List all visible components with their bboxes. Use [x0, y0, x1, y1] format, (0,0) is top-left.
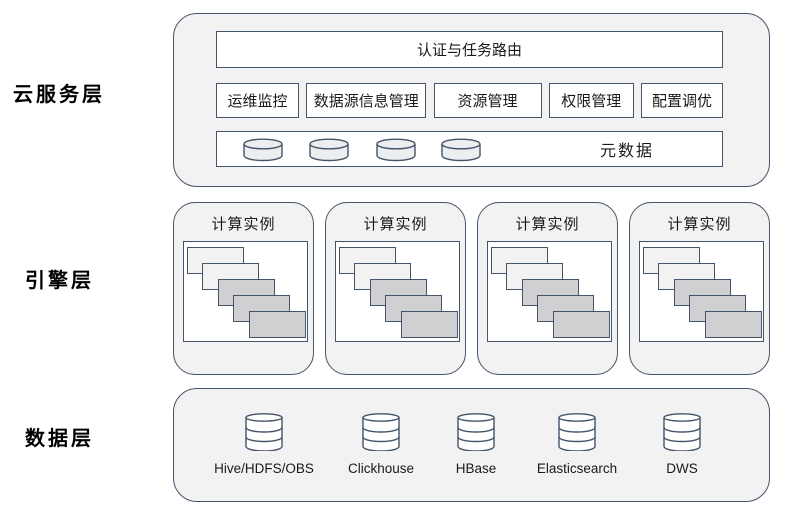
task-stack-box [639, 241, 764, 342]
data-store-label: Clickhouse [347, 461, 415, 476]
stacked-card [705, 311, 762, 338]
module-datasource-info-mgmt: 数据源信息管理 [306, 83, 427, 118]
database-icon [457, 413, 495, 451]
layer-label-engine: 引擎层 [25, 270, 94, 292]
metadata-cylinder-icon [243, 138, 283, 162]
metadata-cylinder-icon [309, 138, 349, 162]
cloud-service-layer-panel: 认证与任务路由 运维监控 数据源信息管理 资源管理 权限管理 配置调优 元数据 [173, 13, 770, 187]
compute-instance-title: 计算实例 [515, 216, 580, 233]
compute-instance-box: 计算实例 [325, 202, 466, 375]
metadata-cylinder-icon [376, 138, 416, 162]
data-store-label: HBase [455, 461, 497, 476]
data-store-clickhouse: Clickhouse [321, 413, 441, 476]
compute-instance-title: 计算实例 [211, 216, 276, 233]
data-store-label: Hive/HDFS/OBS [214, 461, 314, 476]
task-stack-box [487, 241, 612, 342]
stacked-card [249, 311, 306, 338]
task-stack-box [335, 241, 460, 342]
data-store-dws: DWS [622, 413, 742, 476]
compute-instance-box: 计算实例 [629, 202, 770, 375]
database-icon [558, 413, 596, 451]
metadata-box: 元数据 [216, 131, 723, 167]
compute-instance-box: 计算实例 [173, 202, 314, 375]
data-store-elasticsearch: Elasticsearch [517, 413, 637, 476]
module-permission-mgmt: 权限管理 [548, 83, 634, 118]
stacked-card [401, 311, 458, 338]
engine-layer-row: 计算实例 计算实例 计算实例 计算实例 [173, 202, 770, 375]
data-store-hbase: HBase [416, 413, 536, 476]
layer-label-cloud-service: 云服务层 [13, 84, 105, 106]
data-layer-panel: Hive/HDFS/OBS Clickhouse HBase Elasticse… [173, 388, 770, 502]
database-icon [245, 413, 283, 451]
compute-instance-title: 计算实例 [363, 216, 428, 233]
metadata-cylinder-icon [441, 138, 481, 162]
module-ops-monitoring: 运维监控 [216, 83, 299, 118]
database-icon [663, 413, 701, 451]
data-store-label: DWS [666, 461, 698, 476]
stacked-card [553, 311, 610, 338]
metadata-label: 元数据 [599, 143, 654, 160]
database-icon [362, 413, 400, 451]
compute-instance-box: 计算实例 [477, 202, 618, 375]
module-resource-mgmt: 资源管理 [433, 83, 542, 118]
cloud-module-row: 运维监控 数据源信息管理 资源管理 权限管理 配置调优 [216, 83, 723, 118]
task-stack-box [183, 241, 308, 342]
module-config-tuning: 配置调优 [641, 83, 723, 118]
data-store-label: Elasticsearch [536, 461, 618, 476]
layer-label-data: 数据层 [25, 428, 94, 450]
data-store-hive-hdfs-obs: Hive/HDFS/OBS [204, 413, 324, 476]
auth-task-routing-box: 认证与任务路由 [216, 31, 723, 68]
compute-instance-title: 计算实例 [667, 216, 732, 233]
